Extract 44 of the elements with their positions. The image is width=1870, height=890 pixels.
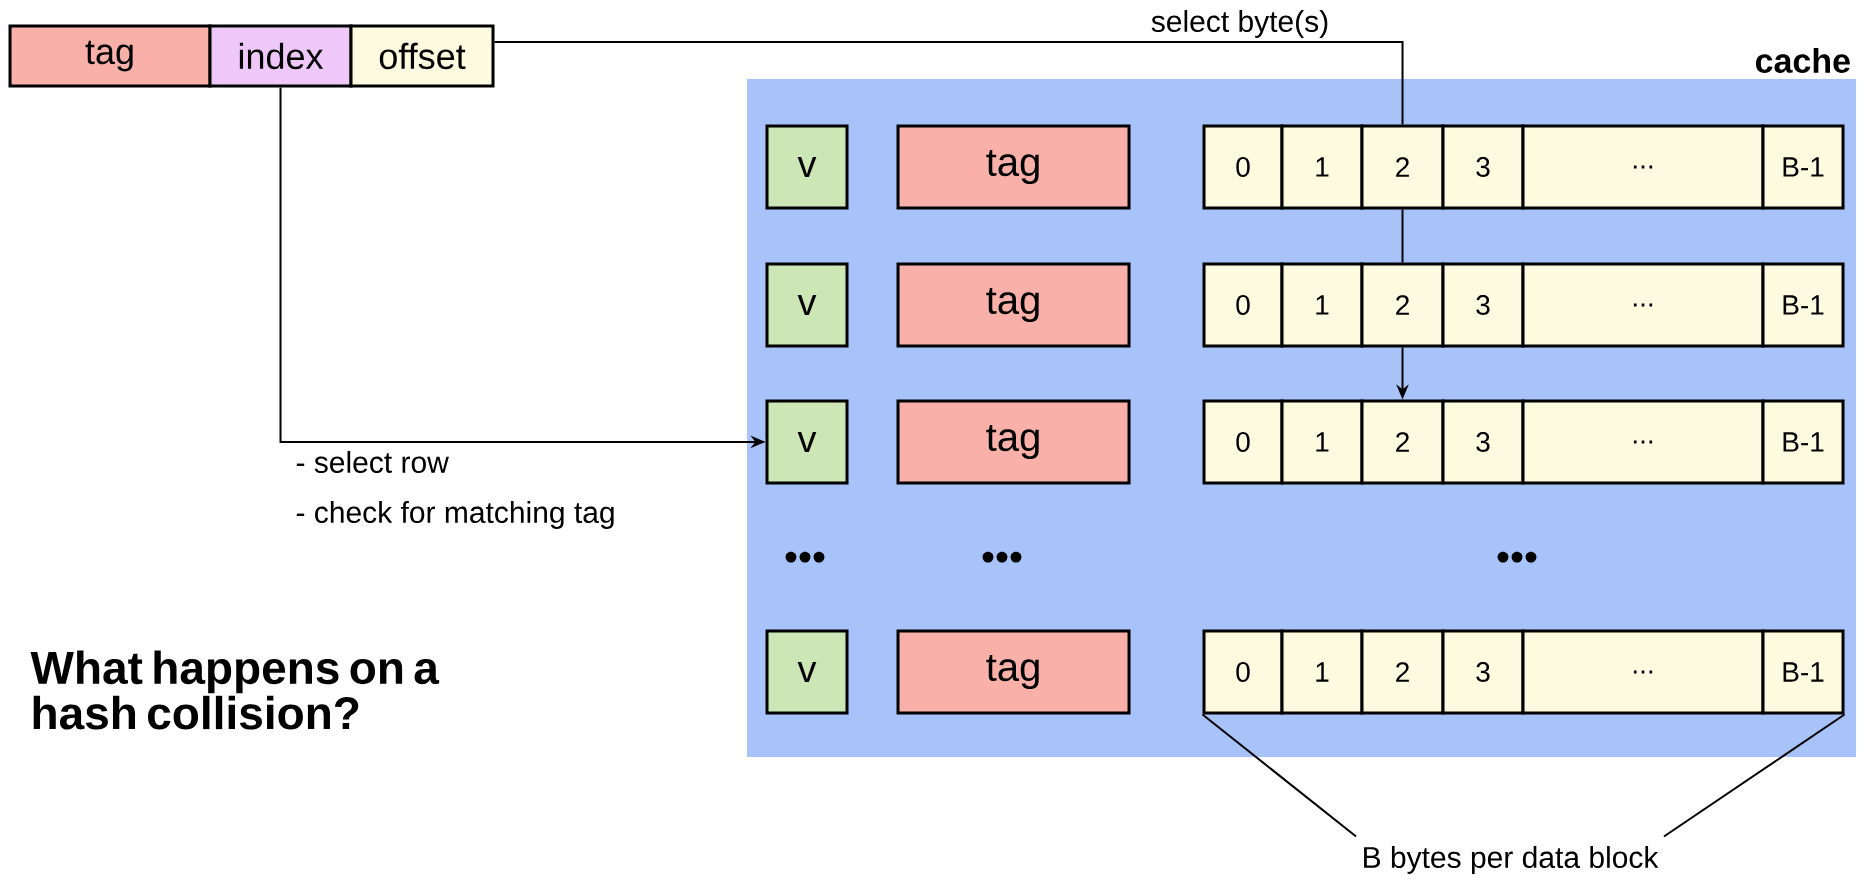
byte-cell: 2 [1360,262,1445,348]
tag-box: tag [896,262,1131,348]
byte-cell: 0 [1202,124,1284,210]
leader-line [1201,713,1358,838]
byte-cell: 1 [1280,262,1364,348]
byte-cell: B-1 [1761,262,1845,348]
byte-cell: 0 [1202,399,1284,485]
edge-label: select byte(s) [1148,7,1332,41]
byte-cell: 2 [1360,399,1445,485]
tag-box: tag [896,399,1131,485]
valid-bit-box: v [765,124,849,210]
byte-cell: B-1 [1761,629,1845,715]
ellipsis-dots: ••• [982,551,1022,563]
ellipsis-dots: ••• [1497,551,1537,563]
caption-text: B bytes per data block [1364,846,1659,874]
ellipsis-dots: ••• [785,551,825,563]
byte-cell: B-1 [1761,399,1845,485]
address-field: offset [349,24,495,88]
byte-cell: 3 [1441,399,1525,485]
byte-cell: 1 [1280,124,1364,210]
valid-bit-box: v [765,629,849,715]
byte-cell: B-1 [1761,124,1845,210]
connector-line [1401,208,1404,264]
byte-cell: 3 [1441,629,1525,715]
annotation-text: - select row [296,451,449,473]
leader-line [1662,713,1846,838]
title: What happens on a hash collision? [30,650,440,730]
byte-cell: 3 [1441,124,1525,210]
address-field: tag [8,24,212,88]
connector-line [493,41,1404,126]
byte-cell: 2 [1360,124,1445,210]
byte-cell: 0 [1202,262,1284,348]
address-field: index [208,24,353,88]
byte-cell: 1 [1280,399,1364,485]
byte-cell: 3 [1441,262,1525,348]
byte-cell: 2 [1360,629,1445,715]
byte-cell: 0 [1202,629,1284,715]
valid-bit-box: v [765,399,849,485]
tag-box: tag [896,124,1131,210]
valid-bit-box: v [765,262,849,348]
byte-cell: 1 [1280,629,1364,715]
node-label: cache [1755,48,1850,73]
annotation-text: - check for matching tag [296,501,614,529]
tag-box: tag [896,629,1131,715]
